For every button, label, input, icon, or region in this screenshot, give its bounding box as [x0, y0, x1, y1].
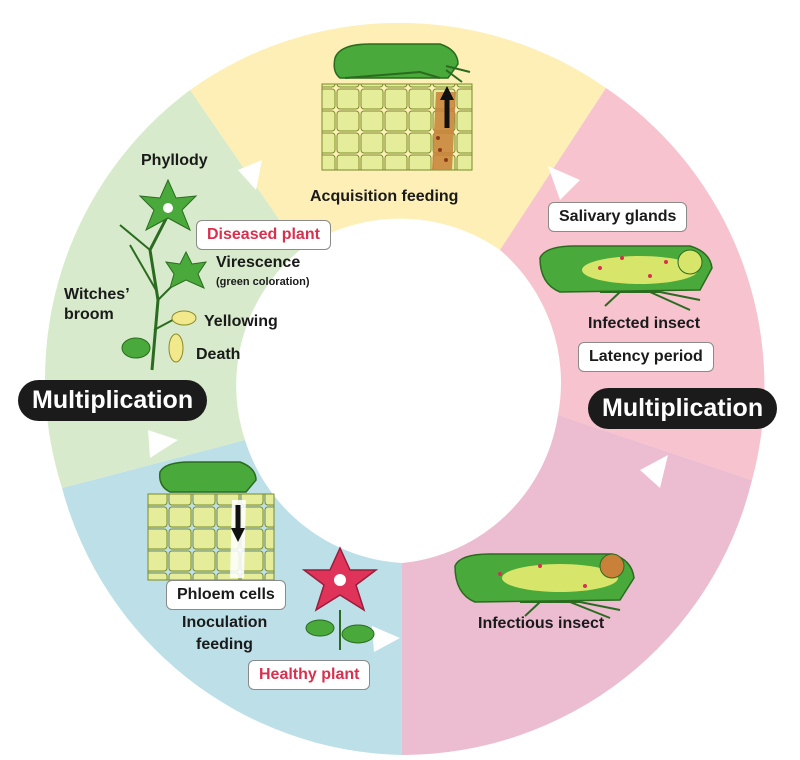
diseased-plant-badge: Diseased plant: [196, 220, 331, 250]
virescence-flower: [164, 250, 208, 289]
phloem-cells-callout: Phloem cells: [166, 580, 286, 610]
witches-broom-label-line1: Witches’: [64, 286, 130, 303]
infectious-insect-label: Infectious insect: [478, 615, 605, 632]
stylet-arrow-icon: [440, 86, 454, 128]
cycle-arrow-3: [372, 626, 400, 652]
virescence-label: Virescence: [216, 254, 301, 271]
leafhopper-icon: [539, 245, 713, 311]
acquisition-feeding-label: Acquisition feeding: [310, 188, 459, 205]
multiplication-right-pill: Multiplication: [588, 388, 778, 429]
green-coloration-label: (green coloration): [216, 276, 310, 288]
multiplication-left-pill: Multiplication: [18, 380, 208, 421]
cycle-arrow-2: [640, 455, 668, 488]
salivary-glands-callout: Salivary glands: [548, 202, 688, 232]
yellowing-label: Yellowing: [204, 313, 278, 330]
inoculation-cells-icon: [147, 493, 275, 581]
yellowing-leaf: [171, 310, 197, 326]
leafhopper-icon: [333, 43, 471, 83]
diseased-plant-icon: [119, 178, 208, 371]
inoculation-label-line2: feeding: [196, 636, 253, 653]
cycle-arrow-1: [548, 166, 580, 200]
latency-period-badge: Latency period: [578, 342, 714, 372]
death-leaf: [168, 333, 184, 363]
leafhopper-icon: [158, 461, 257, 493]
flower-icon: [301, 546, 379, 650]
death-label: Death: [196, 346, 241, 363]
leafhopper-icon: [454, 553, 635, 619]
infected-insect-label: Infected insect: [588, 315, 701, 332]
inoculation-label-line1: Inoculation: [182, 614, 268, 631]
healthy-plant-badge: Healthy plant: [248, 660, 371, 690]
cycle-arrow-5: [238, 160, 262, 190]
cycle-arrow-4: [148, 430, 178, 458]
stylet-arrow-icon: [231, 505, 245, 542]
infected-leaf: [121, 337, 151, 359]
witches-broom-label-line2: broom: [64, 306, 114, 323]
phyllody-label: Phyllody: [141, 152, 208, 169]
